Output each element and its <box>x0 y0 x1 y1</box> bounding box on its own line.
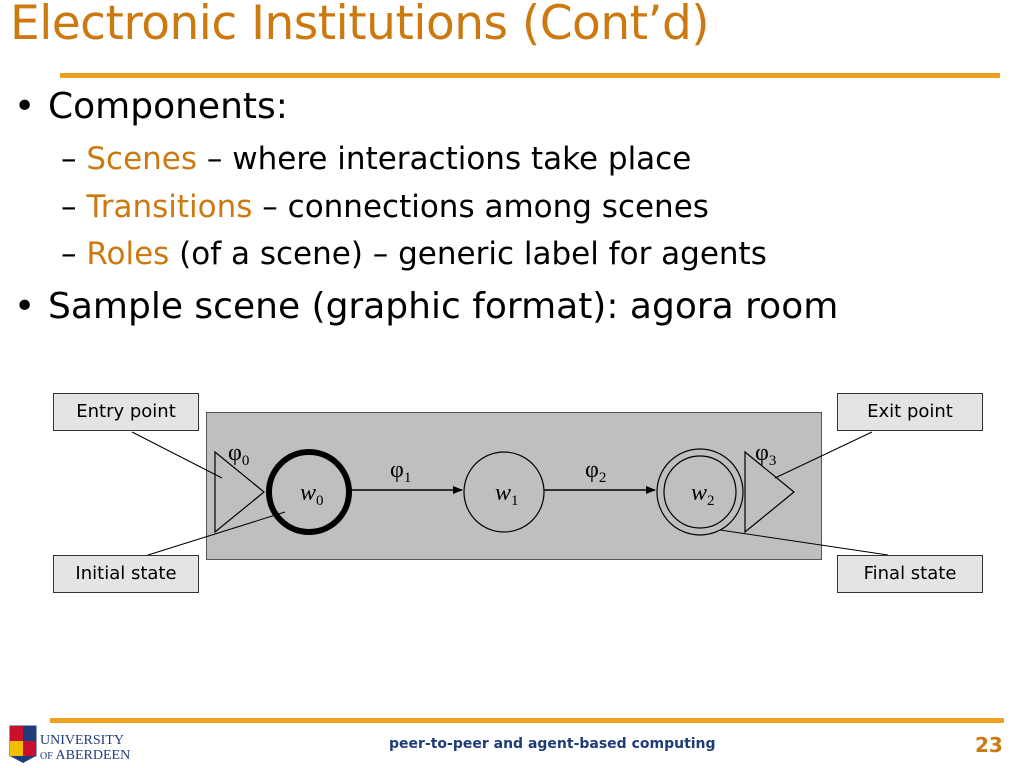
state-w1 <box>463 451 545 533</box>
bullet-text: Sample scene (graphic format): agora roo… <box>48 286 839 327</box>
final-leader-line <box>719 529 889 556</box>
logo-line-1: UNIVERSITY <box>40 733 124 748</box>
state-label-w1: w1 <box>495 480 519 509</box>
slide-title: Electronic Institutions (Cont’d) <box>10 0 710 51</box>
label-phi3: φ3 <box>755 440 776 469</box>
subbullet-roles: – Roles (of a scene) – generic label for… <box>61 236 767 272</box>
footer-course-title: peer-to-peer and agent-based computing <box>389 736 716 752</box>
exit-leader-line <box>774 431 873 479</box>
final-state-w2-inner <box>663 455 737 529</box>
label-phi2: φ2 <box>585 457 606 486</box>
term-roles: Roles <box>86 236 170 272</box>
initial-state-w0 <box>266 449 352 535</box>
callout-entry-point: Entry point <box>53 393 199 431</box>
label-phi0: φ0 <box>228 440 249 469</box>
state-label-w0: w0 <box>300 480 324 509</box>
term-scenes: Scenes <box>86 141 198 177</box>
university-logo-text: UNIVERSITY OF ABERDEEN <box>40 733 130 764</box>
bullet-dot: • <box>14 286 36 327</box>
page-number: 23 <box>975 733 1003 757</box>
state-label-w2: w2 <box>691 480 715 509</box>
final-state-w2-outer <box>656 448 744 536</box>
desc-roles: (of a scene) – generic label for agents <box>169 236 767 272</box>
subbullet-scenes: – Scenes – where interactions take place <box>61 141 691 177</box>
callout-exit-point: Exit point <box>837 393 983 431</box>
bullet-sample-scene: • Sample scene (graphic format): agora ro… <box>14 286 838 327</box>
entry-leader-line <box>131 431 223 479</box>
dash: – <box>61 189 77 225</box>
label-phi1: φ1 <box>390 457 411 486</box>
bullet-text: Components: <box>48 86 288 127</box>
bullet-components: • Components: <box>14 86 288 127</box>
exit-point-triangle <box>744 450 795 534</box>
desc-scenes: – where interactions take place <box>197 141 692 177</box>
scene-diagram-background <box>206 412 822 560</box>
initial-leader-line <box>147 511 286 556</box>
logo-line-2: OF ABERDEEN <box>40 748 131 763</box>
entry-point-triangle <box>214 450 265 534</box>
desc-transitions: – connections among scenes <box>252 189 709 225</box>
term-transitions: Transitions <box>86 189 253 225</box>
subbullet-transitions: – Transitions – connections among scenes <box>61 189 709 225</box>
footer-rule <box>50 718 1004 723</box>
university-crest-icon <box>9 725 37 763</box>
callout-initial-state: Initial state <box>53 555 199 593</box>
bullet-dot: • <box>14 86 36 127</box>
callout-final-state: Final state <box>837 555 983 593</box>
title-underline <box>60 73 1000 78</box>
dash: – <box>61 236 77 272</box>
dash: – <box>61 141 77 177</box>
